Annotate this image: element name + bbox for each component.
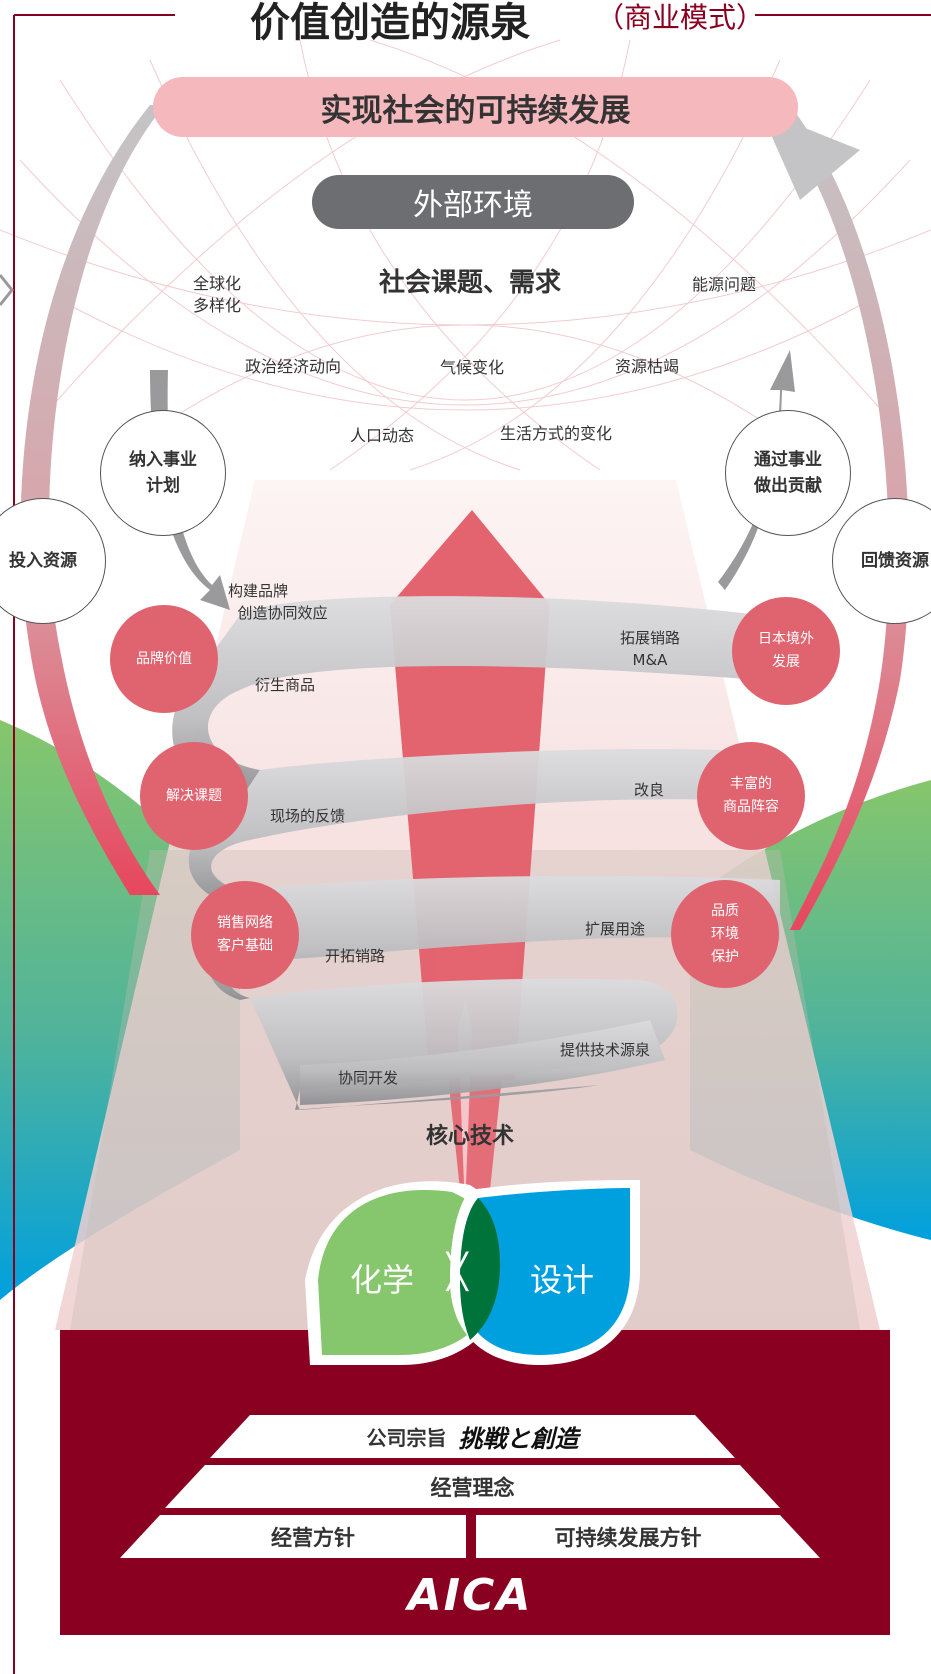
motto-calligraphy: 挑戦と創造	[458, 1424, 579, 1453]
external-environment-pill: 外部环境	[312, 175, 634, 229]
chemistry-label: 化学	[350, 1261, 415, 1299]
product-lineup-circle: 丰富的 商品阵容	[697, 742, 805, 850]
page-title: 价值创造的源泉	[250, 0, 530, 46]
spiral-label-new-markets: 开拓销路	[325, 947, 386, 965]
env-item-politics-economy: 政治经济动向	[245, 357, 342, 376]
spiral-label-market-expansion: 拓展销路 M&A	[619, 629, 680, 669]
spiral-label-joint-development: 协同开发	[338, 1069, 399, 1087]
management-philosophy: 经营理念	[430, 1475, 515, 1500]
sustainability-goal-banner: 实现社会的可持续发展	[153, 77, 798, 137]
spiral-label-derivative-products: 衍生商品	[255, 676, 316, 694]
social-issues-heading: 社会课题、需求	[378, 268, 561, 298]
cross-icon: ╳	[447, 1252, 468, 1292]
brand-value-circle: 品牌价值	[110, 605, 218, 713]
spiral-label-technology-source: 提供技术源泉	[560, 1041, 651, 1059]
core-technology-label: 核心技术	[425, 1124, 514, 1149]
env-item-lifestyle: 生活方式的变化	[500, 424, 613, 443]
business-contribution-circle: 通过事业 做出贡献	[725, 410, 851, 536]
env-item-climate: 气候变化	[440, 358, 505, 377]
page-subtitle: （商业模式）	[595, 1, 764, 34]
env-item-resources: 资源枯竭	[615, 357, 680, 376]
return-resources-circle: 回馈资源	[832, 498, 931, 624]
sales-network-circle: 销售网络 客户基础	[191, 881, 299, 989]
aica-logo: AICA	[407, 1570, 533, 1621]
corporate-motto-row: 公司宗旨 挑戦と創造	[250, 1415, 695, 1458]
problem-solving-circle: 解决课题	[140, 742, 248, 850]
env-item-globalization: 全球化 多样化	[193, 274, 242, 315]
management-policy: 经营方针	[271, 1525, 355, 1550]
spiral-label-expand-uses: 扩展用途	[585, 920, 646, 938]
env-item-population: 人口动态	[350, 426, 415, 445]
quality-environment-circle: 品质 环境 保护	[671, 880, 779, 988]
sustainability-policy: 可持续发展方针	[554, 1525, 702, 1550]
design-label: 设计	[530, 1261, 595, 1299]
spiral-label-field-feedback: 现场的反馈	[270, 807, 346, 825]
corporate-motto-label: 公司宗旨	[366, 1426, 447, 1450]
env-item-energy: 能源问题	[692, 275, 757, 294]
plan-integration-circle: 纳入事业 计划	[100, 410, 226, 536]
spiral-label-improvement: 改良	[634, 781, 665, 799]
overseas-expansion-circle: 日本境外 发展	[732, 597, 840, 705]
spiral-label-brand-building: 构建品牌 创造协同效应	[228, 582, 328, 622]
